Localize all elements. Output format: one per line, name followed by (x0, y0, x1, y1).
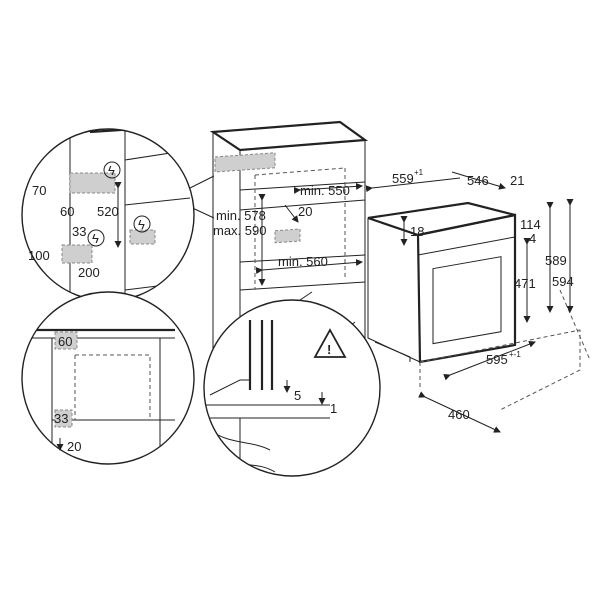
electrical-hazard-icon: ϟ (138, 217, 145, 232)
warning-triangle-icon: ! (327, 342, 331, 357)
label-oven-width-559: 559 (392, 171, 414, 186)
label-oven-width-595-tolerance: +-1 (509, 350, 521, 359)
oven-drawing: 559 +1 546 21 18 114 4 471 589 594 595 +… (365, 168, 591, 433)
label-detail-520: 520 (97, 204, 119, 219)
label-cabinet-max590: max. 590 (213, 223, 266, 238)
electrical-hazard-icon (133, 215, 151, 233)
label-oven-471: 471 (514, 276, 536, 291)
label-cabinet-20: 20 (298, 204, 312, 219)
electrical-hazard-icon (87, 229, 105, 247)
label-oven-width-595: 595 (486, 352, 508, 367)
detail-circle-bottom: ! 5 1 (203, 291, 381, 477)
label-detail-33-bottom: 33 (54, 411, 68, 426)
label-detail-1: 1 (330, 401, 337, 416)
label-cabinet-min560: min. 560 (278, 254, 328, 269)
label-cabinet-min578: min. 578 (216, 208, 266, 223)
cabinet-drawing: min. 550 20 min. 578 max. 590 min. 560 (185, 120, 369, 380)
label-oven-4: 4 (529, 231, 536, 246)
label-detail-60: 60 (60, 204, 74, 219)
label-oven-21: 21 (510, 173, 524, 188)
electrical-hazard-icon: ϟ (92, 231, 99, 246)
label-detail-100: 100 (28, 248, 50, 263)
warning-triangle-icon (313, 328, 347, 358)
electrical-hazard-icon (103, 161, 121, 179)
label-cabinet-min550: min. 550 (300, 183, 350, 198)
label-oven-depth-546: 546 (467, 173, 489, 188)
label-detail-70: 70 (32, 183, 46, 198)
label-detail-60-bottom: 60 (58, 334, 72, 349)
label-oven-width-559-tolerance: +1 (414, 168, 424, 177)
label-oven-589: 589 (545, 253, 567, 268)
label-detail-20: 20 (67, 439, 81, 454)
label-oven-18: 18 (410, 224, 424, 239)
label-detail-200: 200 (78, 265, 100, 280)
detail-circle-bottom-left: 60 33 20 (21, 291, 195, 465)
label-oven-114: 114 (520, 217, 541, 232)
label-detail-33: 33 (72, 224, 86, 239)
label-detail-5: 5 (294, 388, 301, 403)
label-oven-594: 594 (552, 274, 574, 289)
label-oven-460: 460 (448, 407, 470, 422)
detail-circle-top-left: ϟ ϟ ϟ 70 60 520 33 100 200 (21, 128, 195, 302)
electrical-hazard-icon: ϟ (108, 163, 115, 178)
